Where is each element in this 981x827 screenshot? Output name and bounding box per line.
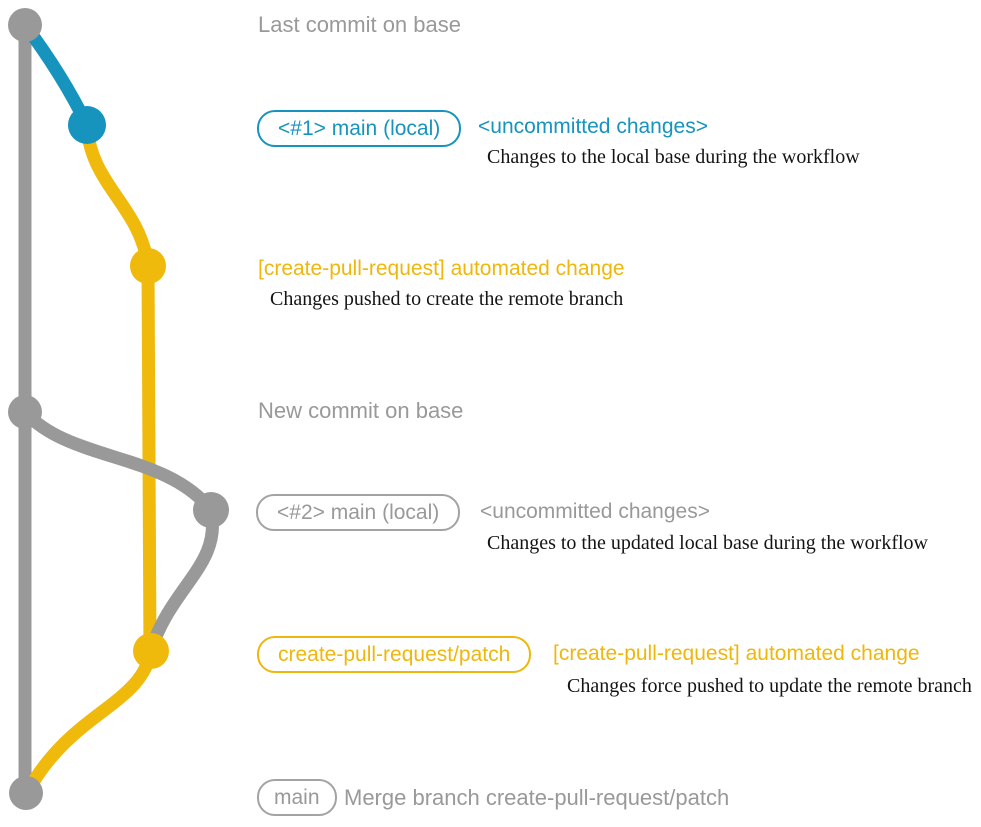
commit-dot-local-main-2 [193,492,229,528]
commit-dot-merge [9,776,43,810]
branch-badge-create-pull-request-patch-label: create-pull-request/patch [278,642,511,666]
commit-title-automated-change-1: [create-pull-request] automated change [258,257,625,280]
annotation-last-commit-on-base: Last commit on base [258,12,461,37]
commit-dot-automated-change-2 [133,633,169,669]
edge-local-main-2 [18,405,218,517]
edge-merge-branch [20,643,158,800]
commit-dot-automated-change-1 [130,248,166,284]
branch-badge-main-local-2: <#2> main (local) [256,494,461,531]
edge-rebase-update [144,503,219,657]
commit-title-uncommitted-changes-1: <uncommitted changes> [478,115,708,138]
commit-note-uncommitted-changes-1: Changes to the local base during the wor… [487,146,860,168]
commit-dot-new-base [8,395,42,429]
commit-note-automated-change-1: Changes pushed to create the remote bran… [270,288,624,310]
branch-badge-main: main [257,779,337,816]
edge-push-branch [80,118,155,273]
edge-remote-branch [141,259,157,658]
commit-title-uncommitted-changes-2: <uncommitted changes> [480,500,710,523]
commit-dot-last-base [8,8,42,42]
commit-title-merge-branch: Merge branch create-pull-request/patch [344,785,730,810]
commit-graph [8,8,229,810]
commit-note-automated-change-2: Changes force pushed to update the remot… [567,675,972,697]
branch-badge-main-local-2-label: <#2> main (local) [277,500,440,524]
annotation-new-commit-on-base: New commit on base [258,398,464,423]
branch-badge-main-label: main [274,785,320,809]
commit-note-uncommitted-changes-2: Changes to the updated local base during… [487,532,928,554]
branch-badge-main-local-1-label: <#1> main (local) [278,116,441,140]
commit-dot-local-main-1 [68,106,106,144]
commit-title-automated-change-2: [create-pull-request] automated change [553,642,920,665]
branch-badge-create-pull-request-patch: create-pull-request/patch [257,636,532,673]
branch-badge-main-local-1: <#1> main (local) [257,110,462,147]
